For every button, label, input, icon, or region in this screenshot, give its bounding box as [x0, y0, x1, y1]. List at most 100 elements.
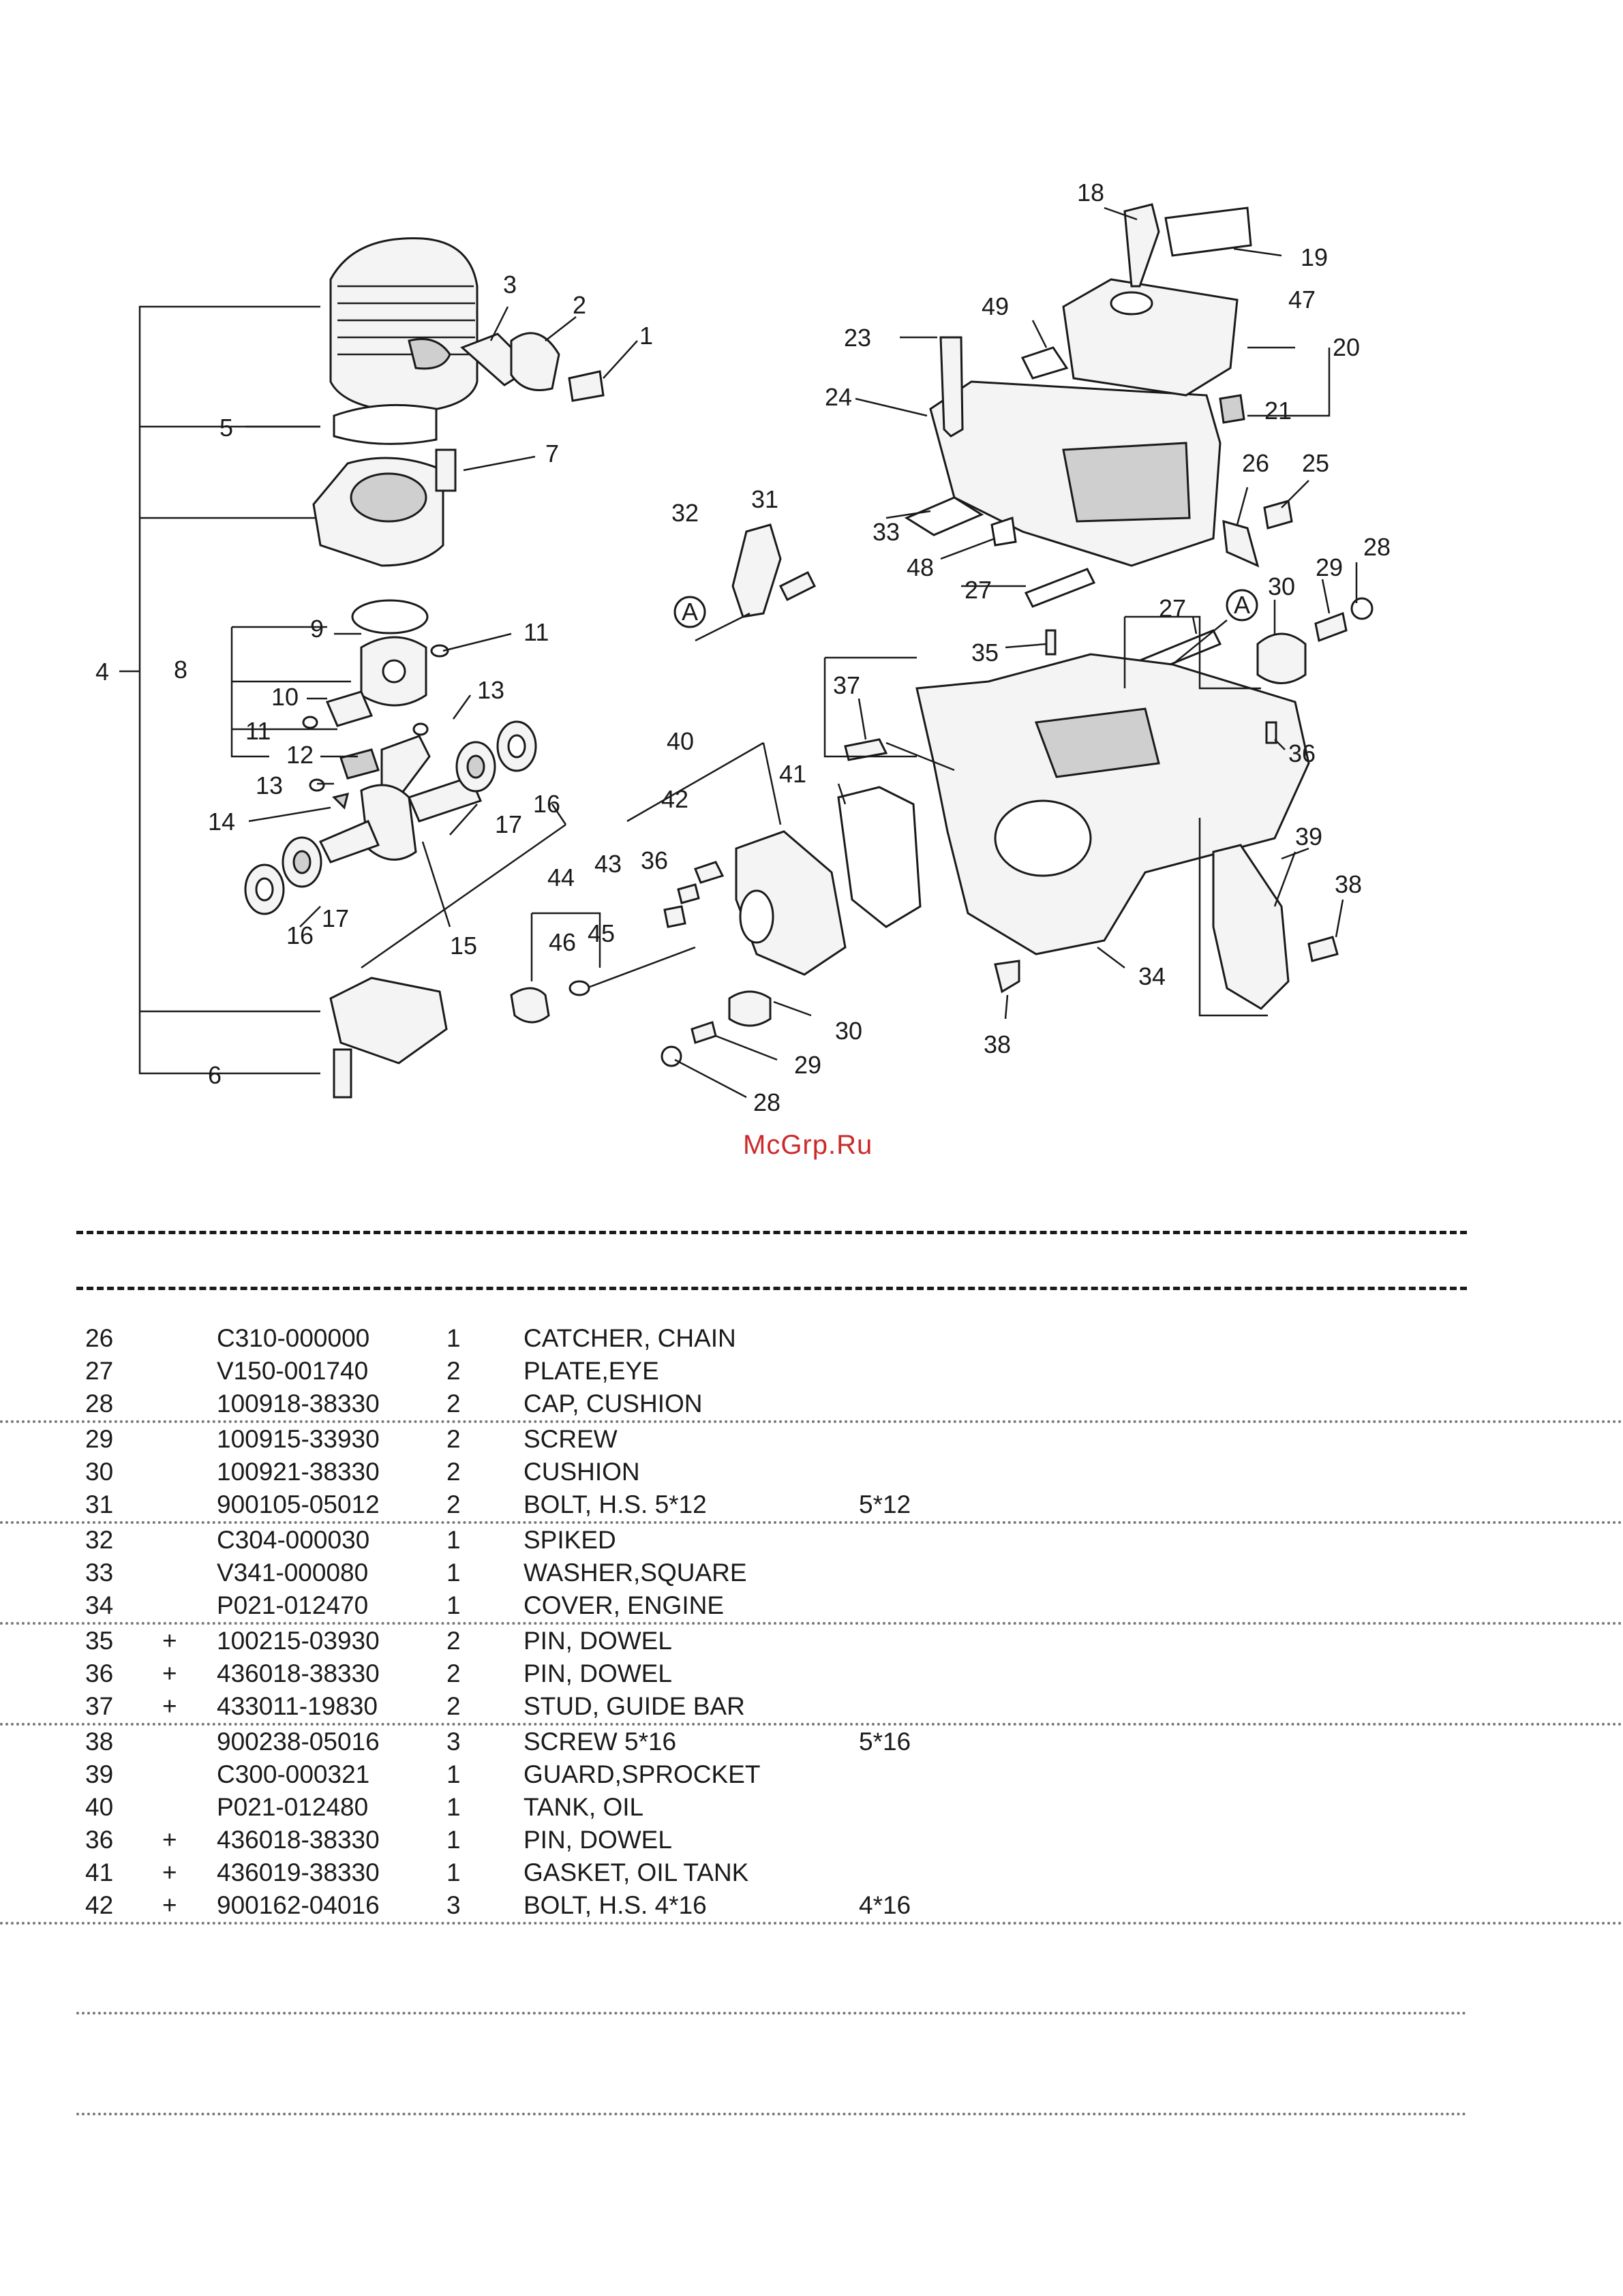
- cylinder-part: [329, 237, 479, 414]
- callout-29b: 29: [794, 1051, 821, 1079]
- callout-28b: 28: [753, 1088, 780, 1116]
- callout-11b: 11: [245, 717, 271, 745]
- callout-16a: 16: [533, 790, 560, 818]
- washer-square-33: [904, 496, 984, 536]
- callout-5: 5: [219, 414, 233, 442]
- callout-30b: 30: [835, 1017, 862, 1045]
- dowel-pin-36: [1265, 721, 1277, 744]
- callout-20: 20: [1333, 333, 1360, 361]
- callout-38a: 38: [1335, 870, 1362, 898]
- screw-25-part: [1263, 500, 1293, 530]
- cushion-part-lower: [728, 990, 772, 1027]
- table-row: 37 + 433011-19830 2 STUD, GUIDE BAR: [0, 1690, 1623, 1726]
- bolt-1-part: [568, 370, 605, 402]
- callout-10: 10: [271, 683, 299, 711]
- callout-32: 32: [671, 499, 699, 527]
- table-row: 31 900105-05012 2 BOLT, H.S. 5*12 5*12: [0, 1488, 1623, 1524]
- callout-11a: 11: [524, 618, 549, 646]
- table-row: 35 + 100215-03930 2 PIN, DOWEL: [85, 1627, 672, 1655]
- exploded-parts-diagram: 1 2 3 4 5 6 7 8 9 10 11 11 12 13 13 14 1…: [95, 179, 1391, 1116]
- callout-49: 49: [982, 292, 1009, 320]
- cushion-part-upper: [1256, 632, 1307, 684]
- callout-29a: 29: [1316, 553, 1343, 581]
- table-row: 36 + 436018-38330 2 PIN, DOWEL: [85, 1659, 672, 1687]
- screw-23-part: [939, 336, 964, 438]
- bolt-43-part: [663, 905, 686, 928]
- callout-41: 41: [779, 760, 806, 788]
- parts-table: 26 C310-000000 1 CATCHER, CHAIN 27 V150-…: [0, 1322, 1623, 1925]
- callout-47: 47: [1288, 286, 1316, 313]
- table-row: 26 C310-000000 1 CATCHER, CHAIN: [85, 1324, 736, 1352]
- callout-17b: 17: [322, 904, 349, 932]
- callout-43: 43: [594, 850, 622, 878]
- callout-4: 4: [95, 658, 109, 686]
- callout-labels: 1 2 3 4 5 6 7 8 9 10 11 11 12 13 13 14 1…: [95, 179, 1391, 1116]
- table-row: 40 P021-012480 1 TANK, OIL: [85, 1793, 644, 1821]
- callout-36a: 36: [1288, 739, 1316, 767]
- screw-38-part-lower: [994, 960, 1020, 994]
- table-row: 30 100921-38330 2 CUSHION: [85, 1458, 640, 1486]
- engine-cover-part: [915, 653, 1310, 955]
- pin-dowel-36-lower: [677, 883, 700, 904]
- table-header-rule: [76, 1287, 1467, 1290]
- diagram-svg: 1 2 3 4 5 6 7 8 9 10 11 11 12 13 13 14 1…: [95, 179, 1391, 1116]
- dowel-pin-35: [1045, 629, 1057, 656]
- callout-15: 15: [450, 932, 477, 960]
- callout-48: 48: [907, 553, 934, 581]
- callout-19: 19: [1301, 243, 1328, 271]
- callout-13b: 13: [256, 771, 283, 799]
- table-row: 28 100918-38330 2 CAP, CUSHION: [0, 1388, 1623, 1423]
- leader-lines: [245, 206, 1358, 1099]
- table-row: 36 + 436018-38330 1 PIN, DOWEL: [85, 1826, 672, 1854]
- air-filter-cover-part: [1062, 278, 1239, 397]
- callout-38b: 38: [984, 1030, 1011, 1058]
- callout-21: 21: [1264, 397, 1292, 425]
- callout-12: 12: [286, 741, 314, 769]
- screw-38-part-right: [1307, 936, 1339, 962]
- cap-cushion-part-lower: [661, 1045, 682, 1067]
- cap-cushion-part-upper: [1350, 597, 1374, 620]
- bolt-42-part: [694, 861, 725, 884]
- label-19-part: [1164, 206, 1252, 257]
- spiked-part: [731, 523, 782, 618]
- stud-guide-bar-part: [844, 738, 888, 761]
- callout-42: 42: [661, 785, 688, 813]
- bolt-7-part: [435, 448, 457, 492]
- watermark-text: McGrp.Ru: [743, 1130, 873, 1160]
- callout-27b: 27: [1159, 594, 1186, 622]
- table-row: 27 V150-001740 2 PLATE,EYE: [85, 1357, 659, 1385]
- callout-27a: 27: [965, 576, 992, 604]
- oil-seal-part-right: [496, 720, 537, 772]
- callout-25: 25: [1302, 449, 1329, 477]
- bolt-6-part: [333, 1048, 352, 1099]
- callout-9: 9: [310, 615, 324, 643]
- oil-strainer-part: [510, 987, 550, 1024]
- callout-24: 24: [825, 383, 852, 411]
- callout-45: 45: [588, 919, 615, 947]
- callout-23: 23: [844, 324, 871, 352]
- callout-35: 35: [971, 639, 999, 667]
- bearing-part-right: [455, 741, 496, 793]
- callout-3: 3: [503, 271, 517, 299]
- washer-49: [1020, 346, 1069, 380]
- piston-ring-part: [351, 599, 429, 634]
- oil-hose-part: [586, 946, 696, 990]
- needle-bearing-part: [339, 748, 380, 780]
- table-top-rule: [76, 1231, 1467, 1234]
- callout-34: 34: [1138, 962, 1166, 990]
- bolt-31-part: [778, 570, 817, 602]
- callout-A-right: A: [1234, 591, 1250, 619]
- bearing-part-left: [282, 836, 322, 888]
- callout-13a: 13: [477, 676, 504, 704]
- grommet-part: [1219, 394, 1245, 424]
- callout-16b: 16: [286, 921, 314, 949]
- screw-29-part-upper: [1314, 611, 1348, 643]
- callout-8: 8: [174, 656, 187, 684]
- callout-28a: 28: [1363, 533, 1391, 561]
- callout-14: 14: [208, 808, 235, 836]
- callout-18: 18: [1077, 179, 1104, 206]
- screw-29-part-lower: [691, 1021, 717, 1044]
- cylinder-gasket-part: [333, 403, 438, 445]
- table-row: 29 100915-33930 2 SCREW: [85, 1425, 618, 1453]
- callout-39: 39: [1295, 823, 1322, 851]
